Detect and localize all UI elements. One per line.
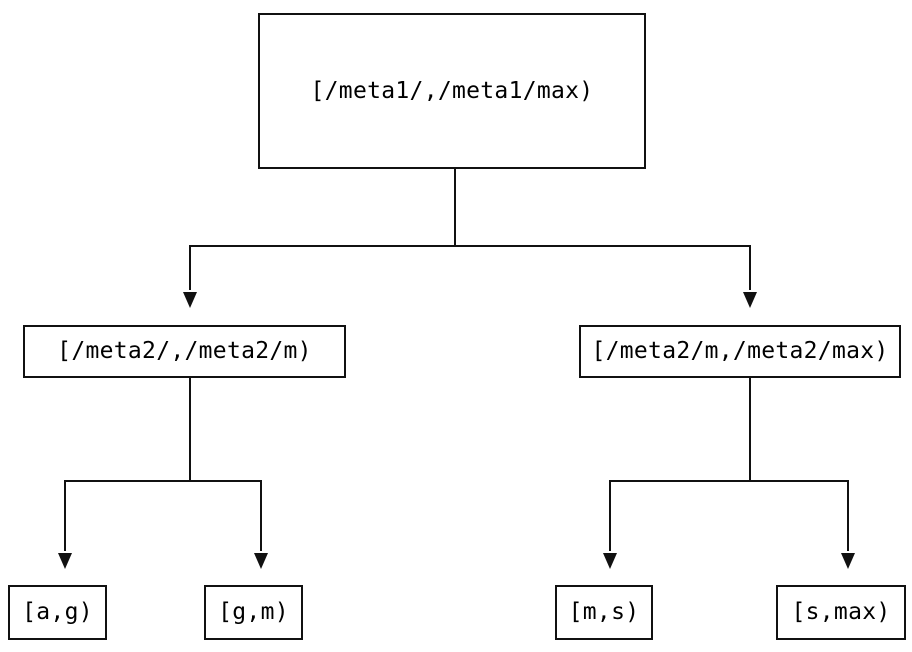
- node-leaf-smax: [s,max): [776, 585, 906, 640]
- arrowhead-icon: [603, 553, 617, 569]
- node-left-mid: [/meta2/,/meta2/m): [23, 325, 346, 378]
- node-right-mid: [/meta2/m,/meta2/max): [579, 325, 901, 378]
- arrowhead-icon: [254, 553, 268, 569]
- node-leaf-smax-label: [s,max): [791, 599, 891, 625]
- node-root: [/meta1/,/meta1/max): [258, 13, 646, 169]
- node-root-label: [/meta1/,/meta1/max): [310, 77, 594, 104]
- node-leaf-ag: [a,g): [8, 585, 107, 640]
- node-leaf-ms: [m,s): [555, 585, 653, 640]
- node-leaf-ag-label: [a,g): [22, 599, 93, 625]
- node-left-mid-label: [/meta2/,/meta2/m): [57, 338, 312, 364]
- edge-right-mid-to-children: [603, 377, 855, 569]
- node-leaf-ms-label: [m,s): [568, 599, 640, 625]
- node-right-mid-label: [/meta2/m,/meta2/max): [591, 338, 889, 364]
- edge-root-to-children: [183, 169, 757, 308]
- node-leaf-gm-label: [g,m): [218, 599, 289, 625]
- arrowhead-icon: [743, 292, 757, 308]
- edge-left-mid-to-children: [58, 377, 268, 569]
- arrowhead-icon: [841, 553, 855, 569]
- arrowhead-icon: [58, 553, 72, 569]
- node-leaf-gm: [g,m): [204, 585, 303, 640]
- arrowhead-icon: [183, 292, 197, 308]
